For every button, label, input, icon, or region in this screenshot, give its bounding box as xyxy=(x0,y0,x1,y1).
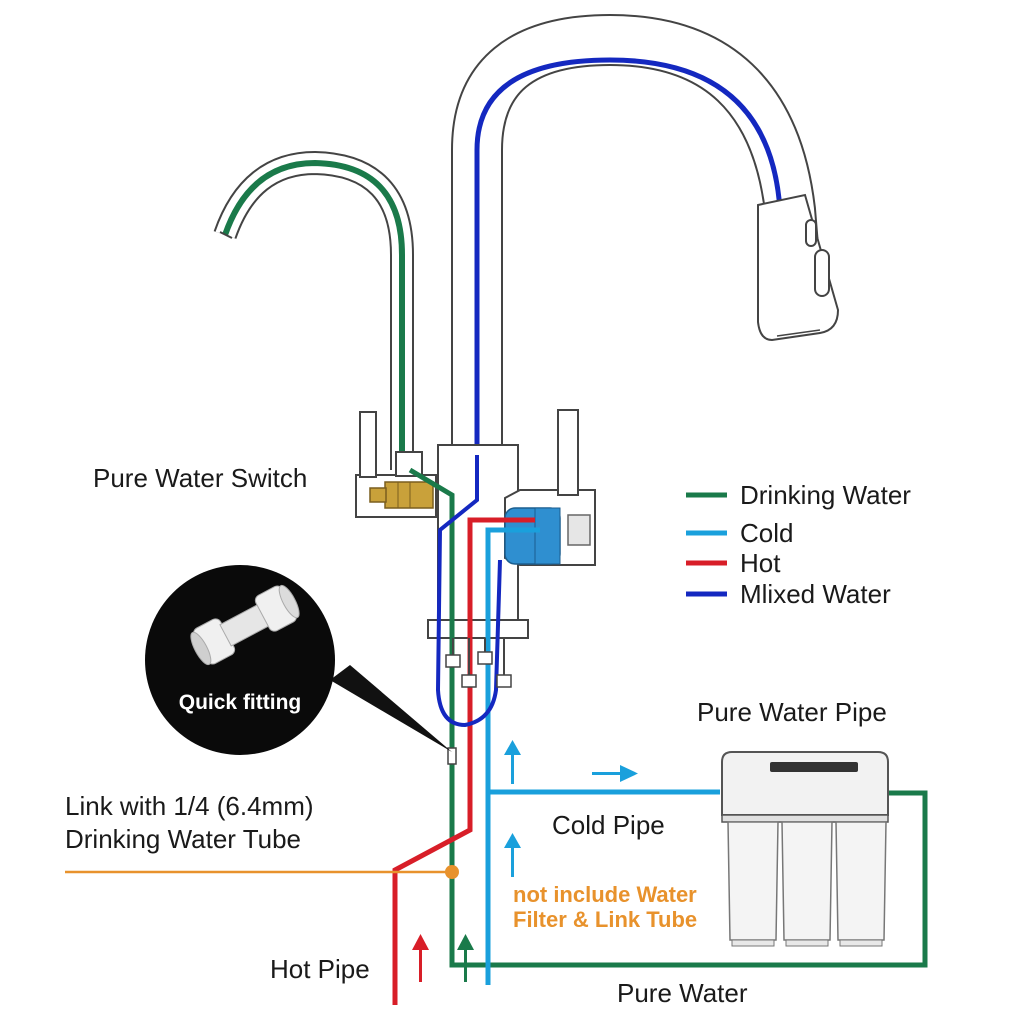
hot-pipe-label: Hot Pipe xyxy=(270,954,370,984)
cold-up-arrow-2 xyxy=(504,833,521,877)
cold-up-arrow-1 xyxy=(504,740,521,784)
legend-label-mixed-water: Mlixed Water xyxy=(740,579,891,609)
link-tube xyxy=(65,865,459,879)
legend-item-hot: Hot xyxy=(686,548,781,578)
note-label-line1: not include Water xyxy=(513,882,697,907)
filter-canister-1 xyxy=(727,821,779,947)
cold-pipe-label: Cold Pipe xyxy=(552,810,665,840)
drinking-water-spout xyxy=(213,150,414,470)
pure-water-pipe-label: Pure Water Pipe xyxy=(697,697,887,727)
hot-up-arrow xyxy=(412,934,429,982)
quick-fitting-callout: Quick fitting xyxy=(145,565,452,755)
spray-head xyxy=(757,193,840,342)
link-tube-label-line1: Link with 1/4 (6.4mm) xyxy=(65,791,314,821)
link-tube-label-line2: Drinking Water Tube xyxy=(65,824,301,854)
filter-canister-2 xyxy=(781,821,833,947)
pure-water-switch-label: Pure Water Switch xyxy=(93,463,307,493)
filter-canister-3 xyxy=(835,821,887,947)
pure-water-switch-valve xyxy=(369,481,434,509)
drinking-water-line xyxy=(408,467,928,968)
drinking-up-arrow xyxy=(457,934,474,982)
legend-label-hot: Hot xyxy=(740,548,781,578)
legend: Drinking Water Cold Hot Mlixed Water xyxy=(686,480,911,609)
legend-item-drinking-water: Drinking Water xyxy=(686,480,911,510)
pure-water-label: Pure Water xyxy=(617,978,748,1008)
main-spout xyxy=(451,13,826,450)
cold-right-arrow xyxy=(592,765,638,782)
cold-line xyxy=(485,527,720,985)
water-filter-unit xyxy=(721,751,889,947)
quick-fitting-label: Quick fitting xyxy=(179,691,302,714)
legend-item-cold: Cold xyxy=(686,518,793,548)
legend-item-mixed-water: Mlixed Water xyxy=(686,579,891,609)
flow-arrows xyxy=(412,740,638,982)
mixed-water-line xyxy=(435,455,502,728)
hose-connectors xyxy=(445,638,512,765)
quick-fitting-image xyxy=(190,584,300,666)
legend-label-cold: Cold xyxy=(740,518,793,548)
hot-line xyxy=(392,517,535,1005)
legend-label-drinking-water: Drinking Water xyxy=(740,480,911,510)
note-label-line2: Filter & Link Tube xyxy=(513,907,697,932)
